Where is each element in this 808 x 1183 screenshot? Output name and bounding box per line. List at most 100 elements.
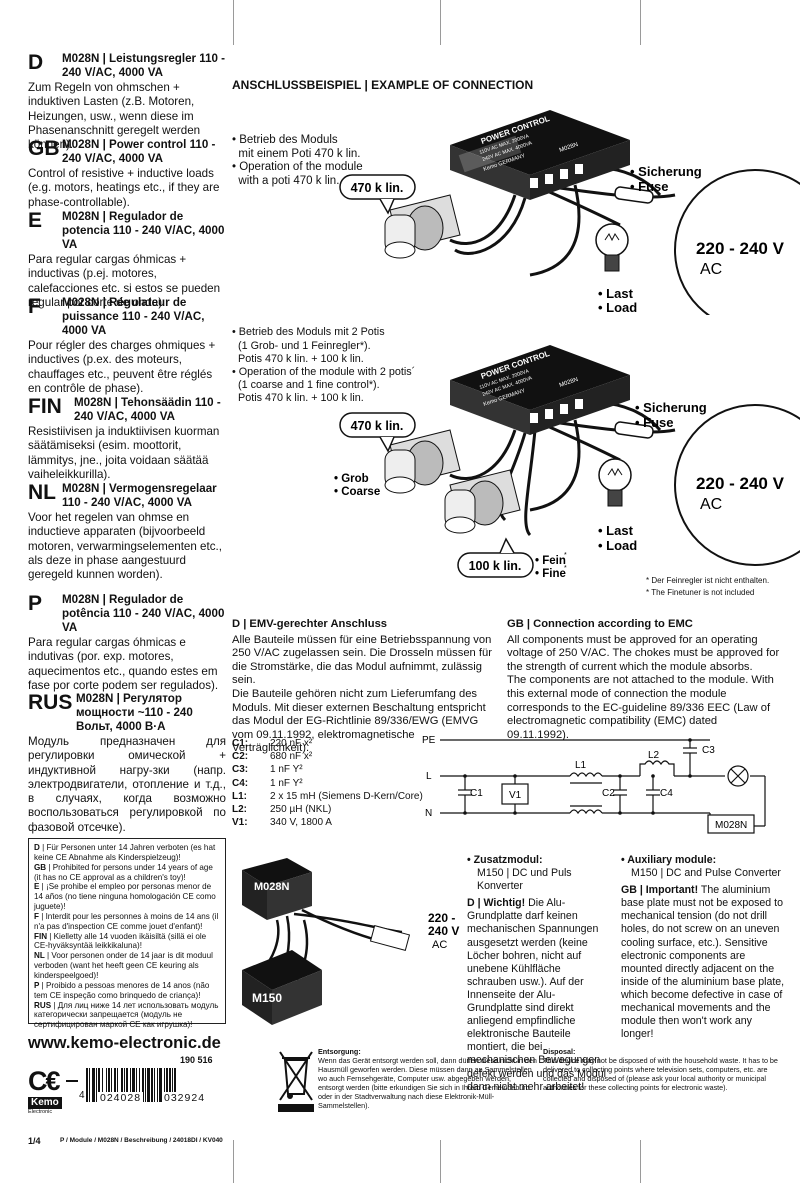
component-row: L1:2 x 15 mH (Siemens D-Kern/Core) bbox=[232, 790, 423, 803]
lang-title: M028N | Vermogensregelaar 110 - 240 V/AC… bbox=[62, 482, 217, 509]
barcode-bar bbox=[136, 1068, 137, 1102]
svg-text:M028N: M028N bbox=[559, 142, 579, 154]
svg-text:L2: L2 bbox=[648, 750, 660, 761]
component-key: C3: bbox=[232, 764, 249, 776]
svg-text:L1: L1 bbox=[575, 760, 587, 771]
barcode-bar bbox=[159, 1068, 162, 1102]
connection-heading: ANSCHLUSSBEISPIEL | EXAMPLE OF CONNECTIO… bbox=[232, 78, 534, 92]
ce-mark: C€ bbox=[28, 1066, 60, 1096]
svg-text:AC: AC bbox=[700, 496, 722, 513]
component-key: C2: bbox=[232, 751, 249, 763]
section-text: D | Wichtig! Die Alu-Grundplatte darf ke… bbox=[467, 897, 606, 1093]
svg-text:220 - 240 V: 220 - 240 V bbox=[696, 239, 785, 258]
weee-minus-icon bbox=[66, 1080, 78, 1082]
svg-text:M028N: M028N bbox=[254, 881, 290, 893]
barcode-bar bbox=[124, 1068, 125, 1102]
lang-title: M028N | Régulateur de puissance 110 - 24… bbox=[62, 296, 205, 337]
barcode-digits-mid: 024028 bbox=[98, 1092, 144, 1104]
component-row: V1:340 V, 1800 A bbox=[232, 816, 423, 829]
bulb-icon bbox=[595, 223, 629, 272]
pot-label-bubble-470: 470 k lin. bbox=[339, 412, 416, 453]
pot-label-bubble-100: 100 k lin. bbox=[457, 537, 534, 578]
barcode-bar bbox=[86, 1068, 88, 1102]
lang-desc: Pour régler des charges ohmiques + induc… bbox=[28, 339, 216, 395]
component-value: 220 nF x² bbox=[270, 738, 313, 749]
lang-desc: Модуль предназначен для регулировки омич… bbox=[28, 735, 226, 834]
barcode-bar bbox=[114, 1068, 116, 1102]
age-warning-box: D | Für Personen unter 14 Jahren verbote… bbox=[28, 838, 226, 1029]
component-value: 1 nF Y² bbox=[270, 777, 303, 789]
section-subtitle: M150 | DC und Puls Konverter bbox=[477, 867, 572, 893]
section-title: D | EMV-gerechter Anschluss bbox=[232, 618, 388, 630]
svg-text:PE: PE bbox=[422, 735, 436, 746]
barcode-bar bbox=[132, 1068, 135, 1102]
svg-text:*: * bbox=[564, 552, 567, 559]
svg-text:• Sicherung: • Sicherung bbox=[630, 164, 702, 179]
svg-text:• Load: • Load bbox=[598, 300, 637, 315]
lang-block-rus: RUS M028N | Регулятор мощности ~110 - 24… bbox=[28, 692, 226, 835]
section-text: GB | Important! The aluminium base plate… bbox=[621, 884, 785, 1041]
component-value: 250 µH (NKL) bbox=[270, 804, 332, 816]
svg-text:• Last: • Last bbox=[598, 523, 634, 538]
lang-desc: Control of resistive + inductive loads (… bbox=[28, 167, 220, 209]
section-text: Die Bauteile gehören nicht zum Lieferumf… bbox=[232, 687, 486, 755]
module-m028n: POWER CONTROL 110V AC MAX. 2000VA 240V A… bbox=[450, 110, 630, 200]
barcode-bar bbox=[117, 1068, 118, 1102]
svg-text:220 -: 220 - bbox=[428, 911, 455, 925]
warning-line: F | Interdit pour les personnes à moins … bbox=[34, 911, 219, 931]
svg-text:*: * bbox=[564, 565, 567, 572]
lang-title: M028N | Regulador de potencia 110 - 240 … bbox=[62, 210, 225, 251]
component-row: L2:250 µH (NKL) bbox=[232, 803, 423, 816]
barcode-bar bbox=[145, 1068, 146, 1102]
lang-code: E bbox=[28, 209, 43, 232]
svg-text:• Fein: • Fein bbox=[535, 555, 566, 567]
svg-text:M028N: M028N bbox=[559, 377, 579, 389]
lang-desc: Para regular cargas óhmicas + inductivas… bbox=[28, 253, 221, 309]
barcode-bar bbox=[147, 1068, 150, 1102]
lang-desc: Para regular cargas óhmicas e indutivas … bbox=[28, 636, 219, 692]
mains-circle bbox=[674, 404, 800, 566]
barcode-bar bbox=[130, 1068, 131, 1102]
emc-schematic: PE L N L1 L2 C1 V1 C2 C4 C3 M028N bbox=[422, 735, 766, 834]
component-key: C4: bbox=[232, 777, 249, 789]
auxiliary-module-section: • Auxiliary module: M150 | DC and Pulse … bbox=[621, 854, 786, 1041]
connection-diagram-2: POWER CONTROL 110V AC MAX. 2000VA 240V A… bbox=[334, 345, 800, 580]
zusatzmodul-section: • Zusatzmodul: M150 | DC und Puls Konver… bbox=[467, 854, 609, 1094]
warning-line: GB | Prohibited for persons under 14 yea… bbox=[34, 862, 213, 882]
m150-connection-diagram: M028N M150 220 - 240 V AC bbox=[242, 858, 459, 1025]
barcode-bar bbox=[121, 1068, 123, 1102]
bulb-icon bbox=[598, 458, 632, 507]
svg-text:220 - 240 V: 220 - 240 V bbox=[696, 474, 785, 493]
barcode-bar bbox=[106, 1068, 107, 1102]
fold-mark bbox=[440, 0, 441, 45]
finetuner-note-de: * Der Feinregler ist nicht enthalten. bbox=[646, 576, 770, 585]
warning-line: FIN | Kielletty alle 14 vuoden ikäisiltä… bbox=[34, 931, 207, 951]
component-value: 1 nF Y² bbox=[270, 764, 303, 776]
svg-text:• Fuse: • Fuse bbox=[635, 415, 674, 430]
barcode-bar bbox=[108, 1068, 110, 1102]
lang-block-f: F M028N | Régulateur de puissance 110 - … bbox=[28, 296, 226, 396]
svg-text:470 k lin.: 470 k lin. bbox=[351, 181, 404, 195]
section-title: • Auxiliary module: bbox=[621, 854, 717, 866]
potentiometer-fine-icon bbox=[444, 469, 521, 534]
emv-gb-section: GB | Connection according to EMC All com… bbox=[507, 618, 780, 742]
barcode-bar bbox=[111, 1068, 112, 1102]
website-url[interactable]: www.kemo-electronic.de bbox=[28, 1034, 221, 1052]
svg-text:240 V: 240 V bbox=[428, 924, 459, 938]
barcode-bar bbox=[151, 1068, 153, 1102]
lang-block-p: P M028N | Regulador de potência 110 - 24… bbox=[28, 593, 226, 693]
lang-code: D bbox=[28, 51, 44, 74]
lang-desc: Resistiivisen ja induktiivisen kuorman s… bbox=[28, 425, 220, 481]
svg-text:L: L bbox=[426, 771, 432, 782]
barcode-bar bbox=[98, 1068, 100, 1102]
lang-block-fin: FIN M028N | Tehonsäädin 110 - 240 V/AC, … bbox=[28, 396, 226, 482]
lang-code: P bbox=[28, 592, 43, 615]
lang-block-e: E M028N | Regulador de potencia 110 - 24… bbox=[28, 210, 226, 310]
connection-diagram-1: POWER CONTROL 110V AC MAX. 2000VA 240V A… bbox=[339, 110, 800, 315]
lang-code: F bbox=[28, 295, 41, 318]
barcode-bar bbox=[172, 1068, 173, 1102]
lang-title: M028N | Regulador de potência 110 - 240 … bbox=[62, 593, 225, 634]
lang-block-d: D M028N | Leistungsregler 110 - 240 V/AC… bbox=[28, 52, 226, 152]
example-2-text: • Betrieb des Moduls mit 2 Potis (1 Grob… bbox=[232, 326, 416, 405]
potentiometer-coarse-icon bbox=[384, 429, 461, 494]
